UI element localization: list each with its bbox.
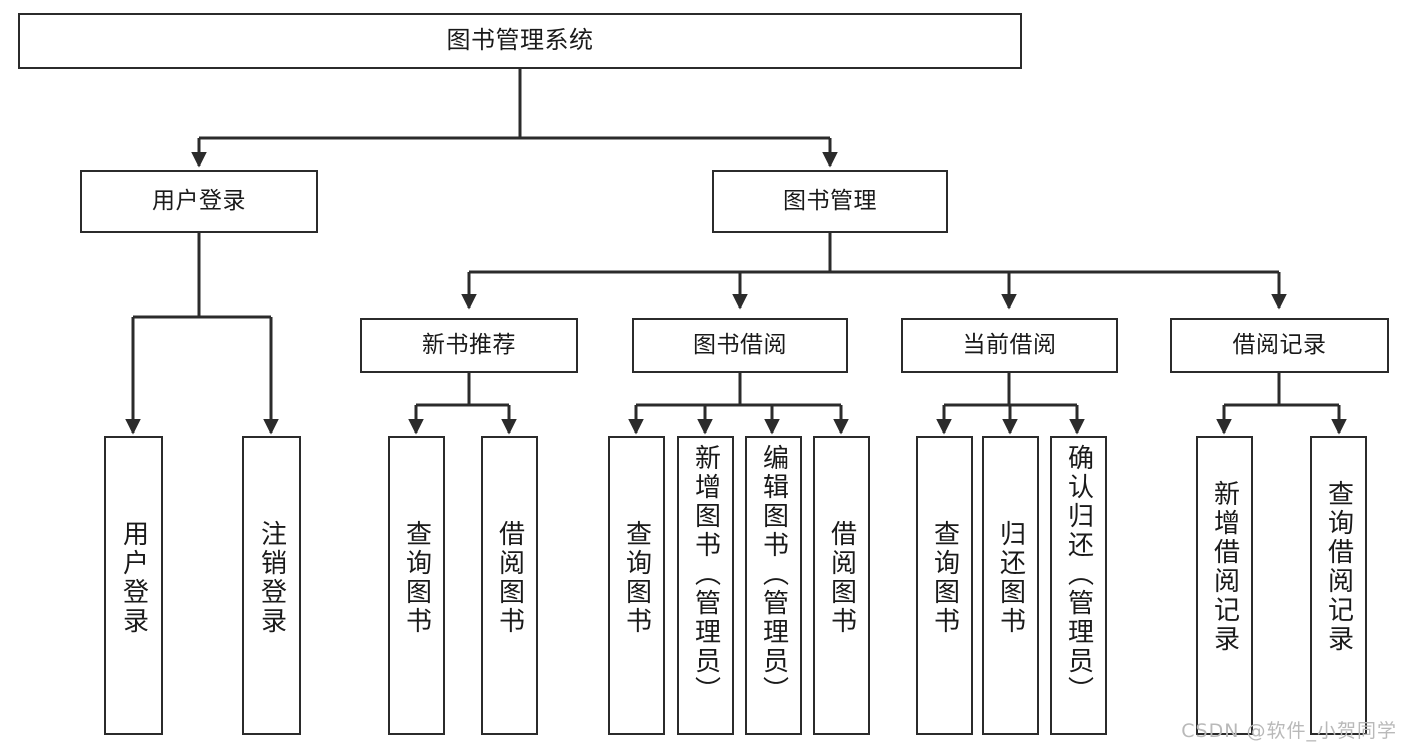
leaf-borrow-book-borrow[interactable]: 借阅图书 — [813, 436, 870, 735]
csdn-watermark: CSDN @软件_小贺同学 — [1181, 720, 1397, 742]
node-label: 新增借阅记录 — [1209, 480, 1240, 654]
node-label: 确认归还（管理员） — [1063, 444, 1094, 705]
node-label: 用户登录 — [118, 520, 149, 636]
node-label: 新书推荐 — [422, 332, 516, 359]
leaf-logout-login[interactable]: 注销登录 — [242, 436, 301, 735]
leaf-user-login[interactable]: 用户登录 — [104, 436, 163, 735]
node-borrow-record[interactable]: 借阅记录 — [1170, 318, 1389, 373]
leaf-borrow-book-new-recommend[interactable]: 借阅图书 — [481, 436, 538, 735]
leaf-query-borrow-record[interactable]: 查询借阅记录 — [1310, 436, 1367, 735]
leaf-confirm-return-admin[interactable]: 确认归还（管理员） — [1050, 436, 1107, 735]
node-label: 当前借阅 — [962, 332, 1057, 359]
node-label: 新增图书（管理员） — [690, 444, 721, 705]
node-label: 借阅图书 — [494, 520, 525, 636]
node-label: 查询借阅记录 — [1323, 480, 1354, 654]
node-root-book-management-system[interactable]: 图书管理系统 — [18, 13, 1022, 69]
node-label: 查询图书 — [621, 520, 652, 636]
node-label: 图书管理系统 — [446, 26, 594, 55]
node-label: 图书借阅 — [693, 332, 787, 359]
leaf-add-book-admin[interactable]: 新增图书（管理员） — [677, 436, 734, 735]
leaf-query-book-borrow[interactable]: 查询图书 — [608, 436, 665, 735]
leaf-return-book[interactable]: 归还图书 — [982, 436, 1039, 735]
node-label: 用户登录 — [152, 188, 246, 215]
node-user-login[interactable]: 用户登录 — [80, 170, 318, 233]
node-book-borrow[interactable]: 图书借阅 — [632, 318, 848, 373]
node-label: 图书管理 — [783, 188, 877, 215]
node-label: 查询图书 — [401, 520, 432, 636]
leaf-query-book-new-recommend[interactable]: 查询图书 — [388, 436, 445, 735]
leaf-add-borrow-record[interactable]: 新增借阅记录 — [1196, 436, 1253, 735]
node-label: 借阅记录 — [1232, 332, 1327, 359]
node-label: 归还图书 — [995, 520, 1026, 636]
node-label: 注销登录 — [256, 520, 287, 636]
leaf-edit-book-admin[interactable]: 编辑图书（管理员） — [745, 436, 802, 735]
node-label: 查询图书 — [929, 520, 960, 636]
leaf-query-book-current[interactable]: 查询图书 — [916, 436, 973, 735]
node-current-borrow[interactable]: 当前借阅 — [901, 318, 1118, 373]
node-label: 编辑图书（管理员） — [758, 444, 789, 705]
node-label: 借阅图书 — [826, 520, 857, 636]
node-book-management[interactable]: 图书管理 — [712, 170, 948, 233]
node-new-book-recommend[interactable]: 新书推荐 — [360, 318, 578, 373]
